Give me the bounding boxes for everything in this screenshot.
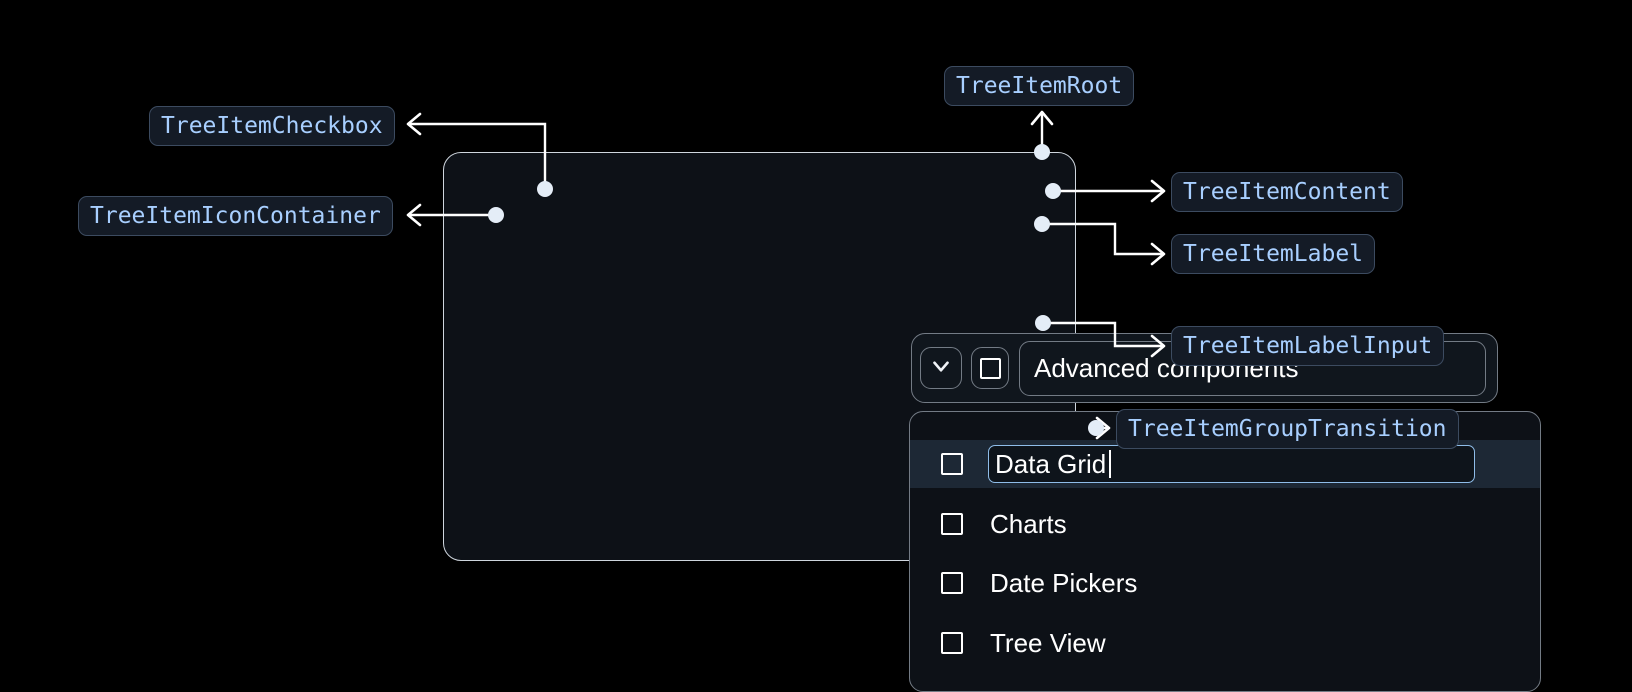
chevron-down-icon	[928, 353, 954, 384]
checkbox-unchecked-icon[interactable]	[941, 572, 963, 594]
annotation-tree-item-label: TreeItemLabel	[1171, 234, 1376, 274]
annotation-tree-item-root: TreeItemRoot	[944, 66, 1135, 106]
tree-child-row-tree-view[interactable]: Tree View	[910, 619, 1540, 667]
tree-child-label: Tree View	[990, 628, 1106, 658]
checkbox-unchecked-icon[interactable]	[941, 632, 963, 654]
tree-item-group-transition: Data Grid Charts Date Pickers Tree View	[909, 411, 1541, 692]
checkbox-unchecked-icon[interactable]	[941, 513, 963, 535]
annotation-tree-item-content: TreeItemContent	[1171, 172, 1403, 212]
annotation-tree-item-checkbox: TreeItemCheckbox	[149, 106, 395, 146]
annotation-tree-item-group-transition: TreeItemGroupTransition	[1116, 409, 1459, 449]
tree-child-label: Charts	[990, 509, 1067, 539]
tree-item-root[interactable]: Advanced components Data Grid Charts Dat…	[443, 152, 1541, 692]
text-cursor	[1109, 450, 1111, 478]
tree-item-icon-container[interactable]	[920, 347, 962, 389]
annotation-tree-item-icon-container: TreeItemIconContainer	[78, 196, 393, 236]
tree-item-label-input-value: Data Grid	[995, 448, 1107, 479]
tree-item-label-input[interactable]: Data Grid	[988, 445, 1475, 483]
tree-child-label: Date Pickers	[990, 568, 1138, 598]
tree-item-checkbox[interactable]	[971, 347, 1009, 389]
tree-child-row-charts[interactable]: Charts	[910, 500, 1540, 548]
annotation-tree-item-label-input: TreeItemLabelInput	[1171, 326, 1445, 366]
tree-child-row-date-pickers[interactable]: Date Pickers	[910, 559, 1540, 607]
checkbox-unchecked-icon	[979, 357, 1001, 379]
checkbox-unchecked-icon[interactable]	[941, 453, 963, 475]
annotated-treeview-diagram: Advanced components Data Grid Charts Dat…	[78, 66, 1541, 692]
